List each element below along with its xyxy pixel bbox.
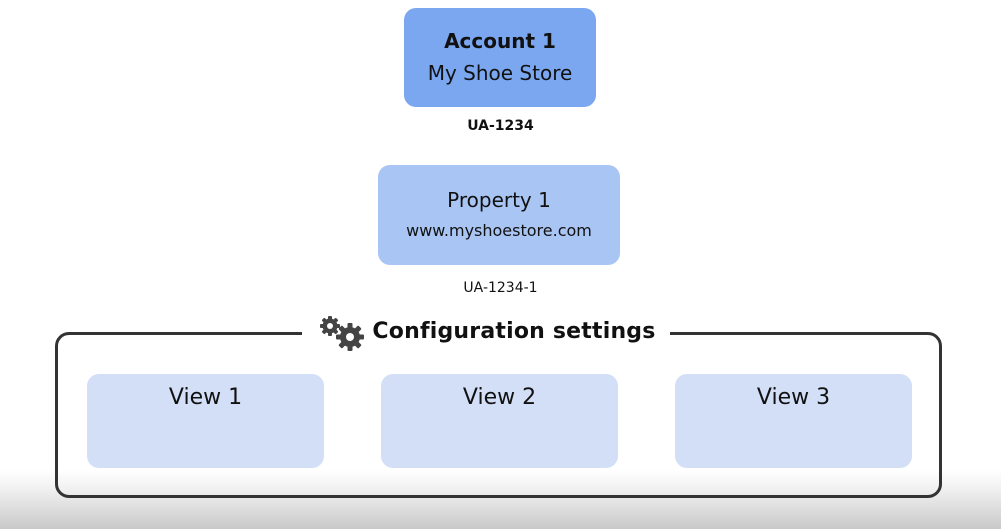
gears-icon — [320, 316, 365, 351]
view-label: View 1 — [168, 385, 243, 410]
account-box: Account 1 My Shoe Store — [404, 8, 596, 107]
configuration-settings-header: Configuration settings — [302, 308, 670, 354]
property-title: Property 1 — [447, 188, 551, 212]
property-id: UA-1234-1 — [463, 280, 538, 296]
account-title: Account 1 — [444, 28, 556, 53]
view-label: View 3 — [756, 385, 831, 410]
view-box-3: View 3 — [675, 374, 912, 468]
account-name: My Shoe Store — [427, 60, 573, 85]
view-label: View 2 — [462, 385, 537, 410]
view-box-2: View 2 — [381, 374, 618, 468]
view-box-1: View 1 — [87, 374, 324, 468]
account-id: UA-1234 — [467, 118, 534, 134]
property-box: Property 1 www.myshoestore.com — [378, 165, 620, 265]
configuration-settings-label: Configuration settings — [372, 318, 656, 344]
property-url: www.myshoestore.com — [406, 221, 592, 240]
